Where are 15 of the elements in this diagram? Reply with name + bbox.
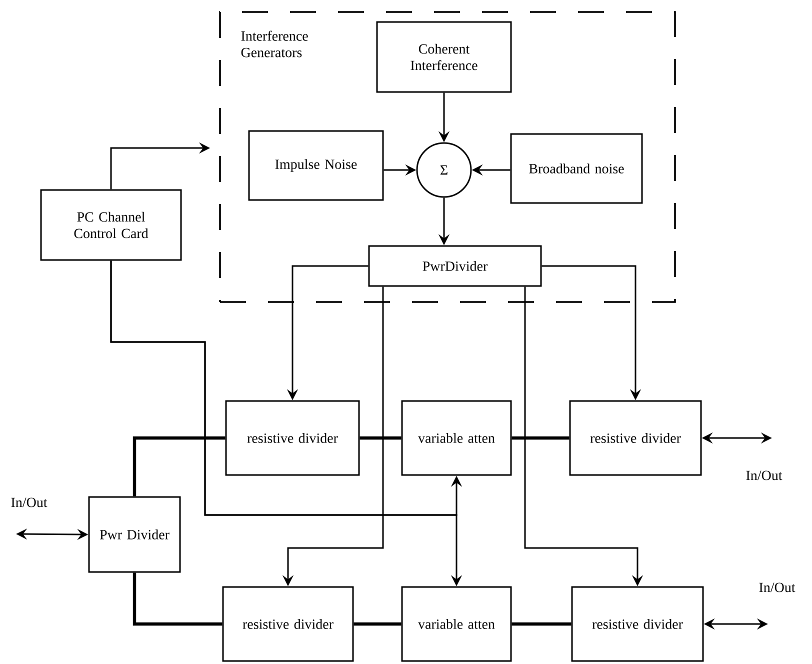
generator-box: Broadband noise: [510, 133, 643, 204]
connector: [354, 622, 402, 626]
connector: [360, 436, 402, 440]
control-card-box: PC Channel Control Card: [40, 189, 182, 261]
port-label: In/Out: [11, 498, 48, 508]
port-label: In/Out: [759, 582, 796, 592]
connector: [132, 572, 222, 626]
attenuator-box: variable atten: [401, 400, 512, 476]
generator-box: Coherent Interference: [376, 21, 512, 93]
connector: [132, 436, 226, 496]
connector: [512, 436, 570, 440]
generator-box: Impulse Noise: [248, 130, 384, 201]
port-label: In/Out: [746, 470, 782, 480]
connector: [512, 622, 572, 626]
attenuator-box: variable atten: [401, 586, 512, 662]
